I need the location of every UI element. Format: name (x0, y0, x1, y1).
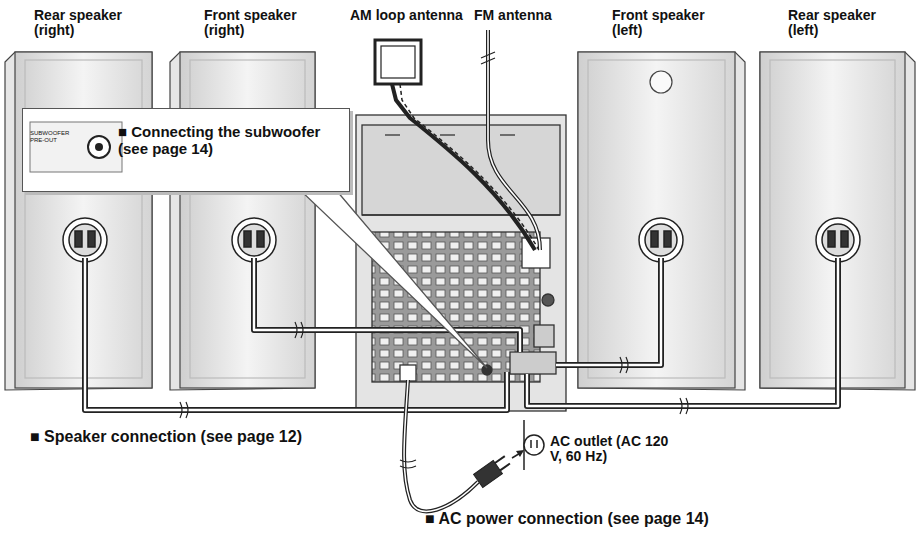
section-reference: ■ Speaker connection (see page 12) (30, 428, 302, 446)
ac-power-cord (400, 380, 544, 511)
front-speaker-right (170, 52, 315, 390)
speaker-label: Front speaker (left) (612, 8, 722, 39)
section-reference: ■ AC power connection (see page 14) (425, 510, 709, 528)
antenna-label: FM antenna (474, 8, 552, 23)
rear-speaker-right (5, 52, 152, 390)
am-loop-antenna (375, 40, 539, 250)
fm-antenna (481, 30, 540, 250)
outlet-label: AC outlet (AC 120 V, 60 Hz) (550, 434, 678, 465)
speaker-label: Rear speaker (left) (788, 8, 888, 39)
speaker-label: Front speaker (right) (204, 8, 316, 39)
callout-pointer (300, 190, 487, 368)
jack-label: SUBWOOFER PRE-OUT (30, 130, 76, 143)
speaker-label: Rear speaker (right) (34, 8, 134, 39)
antenna-label: AM loop antenna (350, 8, 463, 23)
callout-heading: ■ Connecting the subwoofer (see page 14) (118, 124, 344, 157)
